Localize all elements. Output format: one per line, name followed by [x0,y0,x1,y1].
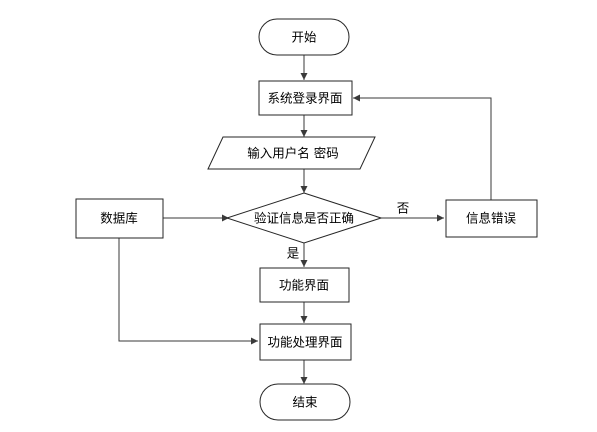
process-shape [259,267,350,303]
function-process-ui-label: 功能处理界面 [267,335,342,350]
process-shape [258,80,353,116]
edge-error-to-login [353,94,492,200]
edge-label-yes: 是 [287,246,300,261]
edge-database-to-process [118,238,258,345]
decision-shape [225,192,383,244]
input-credentials-label: 输入用户名 密码 [247,146,338,161]
node-info-error: 信息错误 [445,199,538,238]
node-function-ui: 功能界面 [259,267,350,303]
login-ui-label: 系统登录界面 [267,91,342,106]
edges [118,55,492,384]
data-shape [207,136,376,170]
end-label: 结束 [292,395,318,410]
node-database: 数据库 [75,198,164,239]
info-error-label: 信息错误 [466,211,517,226]
process-shape [75,198,164,239]
terminator-shape [258,18,350,56]
terminator-shape [259,383,351,421]
verify-label: 验证信息是否正确 [254,211,354,226]
start-label: 开始 [291,30,317,45]
node-function-process-ui: 功能处理界面 [259,323,352,361]
node-verify: 验证信息是否正确 [225,192,383,244]
node-input-credentials: 输入用户名 密码 [207,136,376,170]
process-shape [259,323,352,361]
function-ui-label: 功能界面 [279,278,329,293]
process-shape [445,199,538,238]
node-start: 开始 [258,18,350,56]
node-login-ui: 系统登录界面 [258,80,353,116]
database-label: 数据库 [100,211,138,226]
node-end: 结束 [259,383,351,421]
edge-label-no: 否 [397,201,410,216]
